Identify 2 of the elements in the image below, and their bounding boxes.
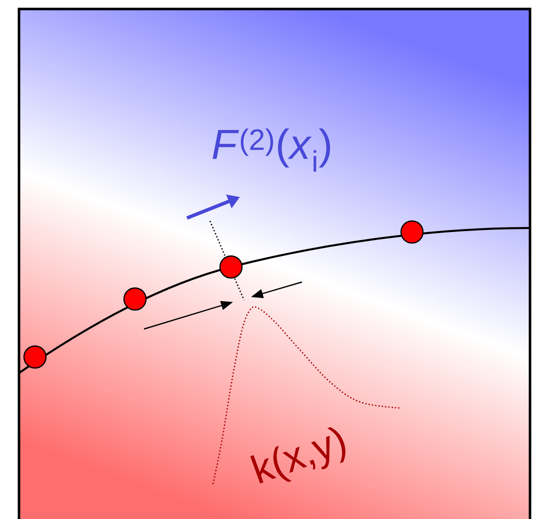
formula-label: k(x,y): [250, 427, 346, 484]
formula-label: F$^{(2)}$(x$_{i}$): [212, 128, 330, 172]
